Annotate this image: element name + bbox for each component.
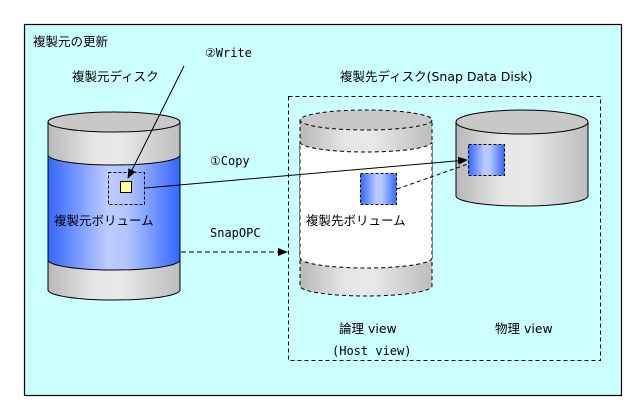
physical-view-label: 物理 view bbox=[495, 321, 553, 336]
host-view-label: (Host view) bbox=[332, 344, 411, 358]
snapopc-label: SnapOPC bbox=[210, 226, 261, 240]
physical-mapping-line bbox=[396, 163, 469, 190]
diagram-title: 複製元の更新 bbox=[33, 34, 108, 49]
target-logical-block bbox=[360, 173, 397, 205]
source-disk-label: 複製元ディスク bbox=[72, 69, 159, 84]
write-arrow bbox=[127, 65, 185, 179]
write-label: ②Write bbox=[205, 46, 252, 60]
source-volume-cylinder bbox=[47, 111, 181, 301]
target-disk-label: 複製先ディスク(Snap Data Disk) bbox=[340, 69, 532, 84]
snap-data-disk-region bbox=[288, 96, 601, 361]
target-volume-label: 複製先ボリューム bbox=[306, 213, 406, 228]
source-volume-label: 複製元ボリューム bbox=[54, 213, 154, 228]
updated-block-region bbox=[108, 172, 145, 205]
copy-label: ①Copy bbox=[210, 154, 250, 168]
logical-view-label: 論理 view bbox=[339, 321, 397, 336]
physical-disk-cylinder bbox=[455, 109, 589, 207]
copy-arrow bbox=[144, 156, 468, 189]
target-physical-block bbox=[468, 144, 505, 176]
updated-block bbox=[120, 181, 132, 193]
